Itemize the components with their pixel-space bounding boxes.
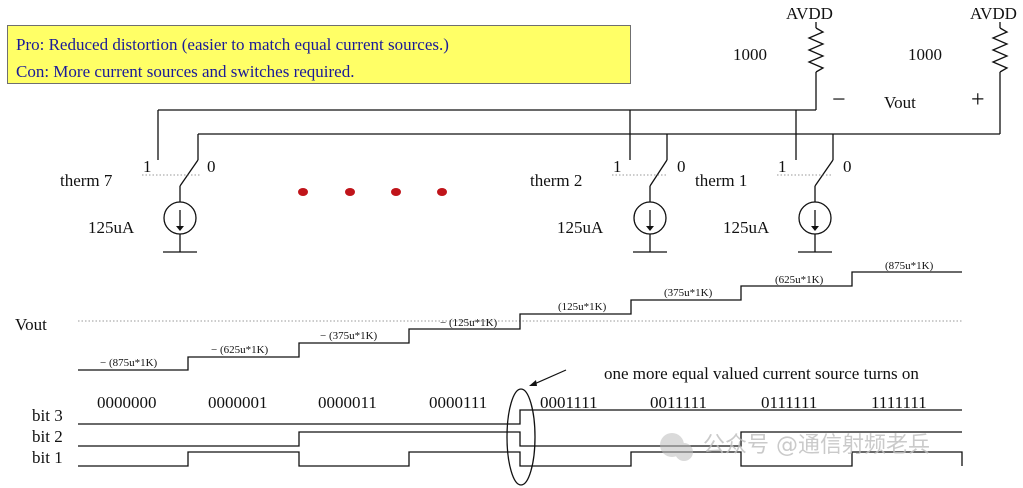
bit2-label: bit 2: [32, 427, 63, 446]
code-6: 0111111: [761, 393, 817, 412]
con-text: Con: More current sources and switches r…: [16, 62, 355, 81]
avdd-right-label: AVDD: [970, 4, 1017, 23]
vout-circuit-label: Vout: [884, 93, 916, 112]
vout-staircase: [78, 271, 962, 371]
bit1-label: bit 1: [32, 448, 63, 467]
therm2-pos1: 1: [613, 157, 622, 176]
therm7-pos1: 1: [143, 157, 152, 176]
therm1-pos0: 0: [843, 157, 852, 176]
turn-on-annotation: one more equal valued current source tur…: [604, 364, 919, 383]
step-label-3: − (375u*1K): [320, 330, 378, 342]
step-label-2: − (625u*1K): [211, 344, 269, 356]
code-0: 0000000: [97, 393, 157, 412]
therm7-label: therm 7: [60, 171, 113, 190]
vout-staircase-label: Vout: [15, 315, 47, 334]
code-7: 1111111: [871, 393, 927, 412]
step-label-5: (125u*1K): [558, 301, 607, 313]
code-3: 0000111: [429, 393, 487, 412]
step-label-8: (875u*1K): [885, 260, 934, 272]
pro-con-note: Pro: Reduced distortion (easier to match…: [7, 25, 631, 84]
therm7-pos0: 0: [207, 157, 216, 176]
bit3-label: bit 3: [32, 406, 63, 425]
ellipsis-dot: [437, 188, 447, 196]
watermark: [660, 433, 693, 461]
step-label-7: (625u*1K): [775, 274, 824, 286]
bit2-waveform: [78, 431, 962, 447]
therm1-current: 125uA: [723, 218, 770, 237]
ellipsis-dots: [298, 188, 447, 196]
code-1: 0000001: [208, 393, 268, 412]
bit1-waveform: [78, 451, 963, 467]
therm2-label: therm 2: [530, 171, 582, 190]
code-2: 0000011: [318, 393, 377, 412]
pro-text: Pro: Reduced distortion (easier to match…: [16, 35, 449, 54]
ellipsis-dot: [298, 188, 308, 196]
transition-ellipse: [506, 388, 536, 486]
ellipsis-dot: [391, 188, 401, 196]
minus-sign: −: [832, 87, 846, 113]
therm1-pos1: 1: [778, 157, 787, 176]
therm2-pos0: 0: [677, 157, 686, 176]
avdd-left-label: AVDD: [786, 4, 833, 23]
ellipsis-dot: [345, 188, 355, 196]
resistor-left-label: 1000: [733, 45, 767, 64]
therm1-label: therm 1: [695, 171, 747, 190]
step-label-6: (375u*1K): [664, 287, 713, 299]
bit3-waveform: [78, 409, 962, 425]
therm2-current: 125uA: [557, 218, 604, 237]
code-4: 0001111: [540, 393, 598, 412]
watermark-text: 公众号 @通信射频老兵: [703, 433, 930, 458]
resistor-right-label: 1000: [908, 45, 942, 64]
code-5: 0011111: [650, 393, 707, 412]
step-label-4: − (125u*1K): [440, 317, 498, 329]
therm7-current: 125uA: [88, 218, 135, 237]
step-label-1: − (875u*1K): [100, 357, 158, 369]
plus-sign: +: [971, 87, 985, 113]
